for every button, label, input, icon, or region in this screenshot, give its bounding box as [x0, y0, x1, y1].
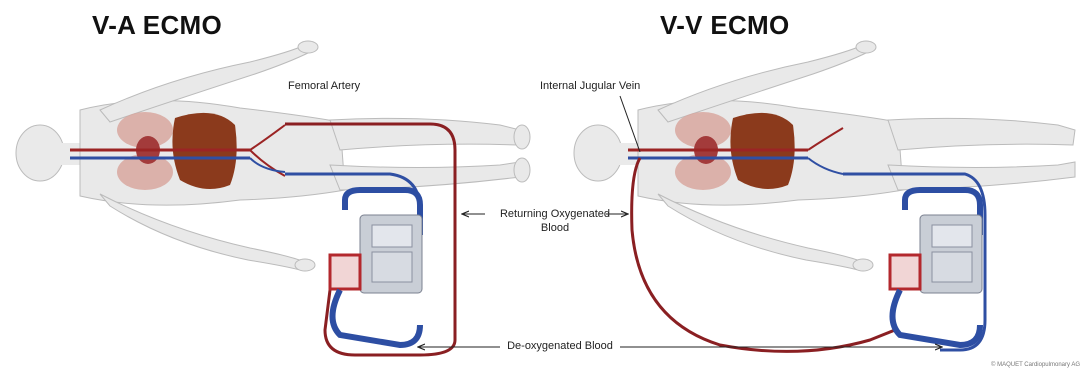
human-figure-right [574, 41, 1075, 271]
label-returning-oxygenated-blood: Returning Oxygenated Blood [480, 207, 630, 235]
ecmo-machine-left [330, 190, 422, 345]
human-figure-left [16, 41, 530, 271]
copyright-text: © MAQUET Cardiopulmonary AG [991, 362, 1080, 368]
label-femoral-artery: Femoral Artery [288, 80, 360, 92]
title-va-ecmo: V-A ECMO [92, 10, 222, 41]
label-returning-line2: Blood [480, 221, 630, 235]
ecmo-machine-right [890, 190, 982, 345]
title-vv-ecmo: V-V ECMO [660, 10, 790, 41]
label-deoxygenated-blood: De-oxygenated Blood [500, 340, 620, 352]
label-internal-jugular-vein: Internal Jugular Vein [540, 80, 640, 92]
label-returning-line1: Returning Oxygenated [480, 207, 630, 221]
